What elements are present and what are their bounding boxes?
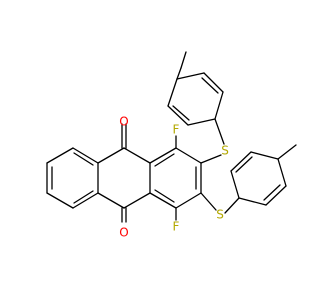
fluorine-atom-top: F bbox=[173, 123, 180, 137]
bond bbox=[200, 192, 217, 211]
bond bbox=[187, 118, 216, 126]
bond bbox=[263, 184, 281, 201]
bond bbox=[214, 118, 225, 145]
bond bbox=[230, 170, 240, 199]
bond bbox=[250, 151, 279, 160]
bond bbox=[238, 197, 267, 206]
bond bbox=[97, 147, 125, 164]
bond bbox=[235, 156, 253, 173]
bond bbox=[175, 147, 202, 164]
structure-canvas: O O F F S S bbox=[46, 51, 297, 240]
bond bbox=[73, 152, 94, 166]
bond bbox=[167, 105, 189, 126]
bond bbox=[224, 197, 240, 214]
bond bbox=[154, 189, 175, 203]
bond bbox=[200, 154, 222, 164]
bond bbox=[154, 153, 175, 167]
bond bbox=[97, 192, 125, 209]
bond bbox=[123, 192, 151, 209]
sulfur-atom-bottom: S bbox=[216, 208, 224, 222]
fluorine-atom-bottom: F bbox=[173, 220, 180, 234]
bond bbox=[201, 77, 219, 94]
bond bbox=[176, 67, 182, 80]
bond bbox=[72, 147, 99, 164]
bond bbox=[46, 147, 74, 164]
sulfur-atom-top: S bbox=[221, 144, 229, 158]
bond bbox=[265, 185, 287, 206]
bond bbox=[230, 151, 252, 172]
bond bbox=[72, 192, 99, 209]
bond bbox=[167, 78, 178, 107]
bond bbox=[203, 72, 224, 93]
bond bbox=[123, 147, 151, 164]
bond bbox=[180, 51, 187, 69]
bond bbox=[172, 105, 190, 121]
molecule-structure: O O F F S S bbox=[46, 51, 297, 240]
bond bbox=[149, 147, 177, 164]
oxygen-atom-top: O bbox=[119, 115, 128, 129]
bond bbox=[277, 144, 297, 160]
oxygen-atom-bottom: O bbox=[119, 226, 128, 240]
bond bbox=[176, 72, 205, 80]
bond bbox=[214, 91, 224, 120]
bond bbox=[175, 192, 202, 209]
bond bbox=[277, 158, 287, 187]
bond bbox=[149, 192, 177, 209]
bond bbox=[46, 192, 74, 209]
bond bbox=[73, 190, 94, 204]
